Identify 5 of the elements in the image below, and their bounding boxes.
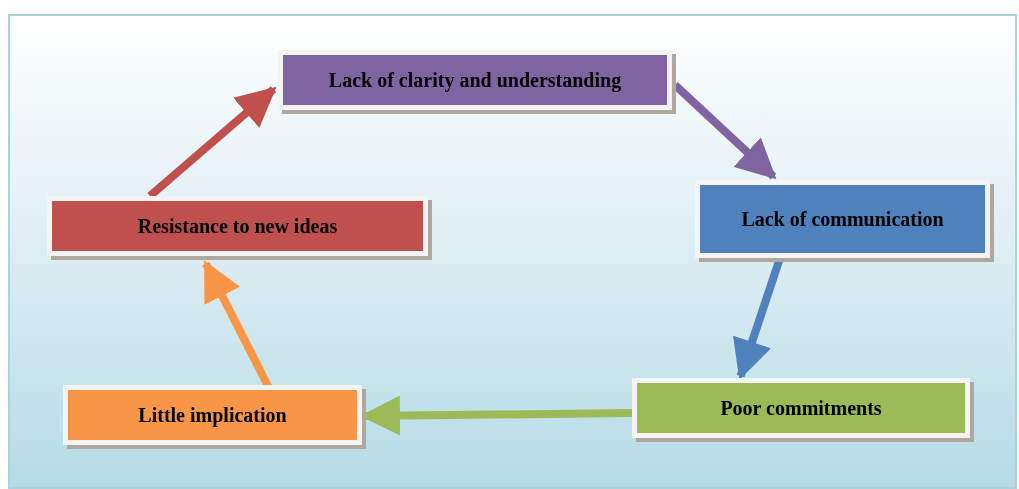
box-label: Poor commitments [720, 396, 882, 420]
box-label: Little implication [138, 403, 287, 427]
box-label: Lack of clarity and understanding [328, 68, 622, 92]
box-label: Resistance to new ideas [137, 214, 338, 238]
box-label: Lack of communication [741, 207, 944, 231]
